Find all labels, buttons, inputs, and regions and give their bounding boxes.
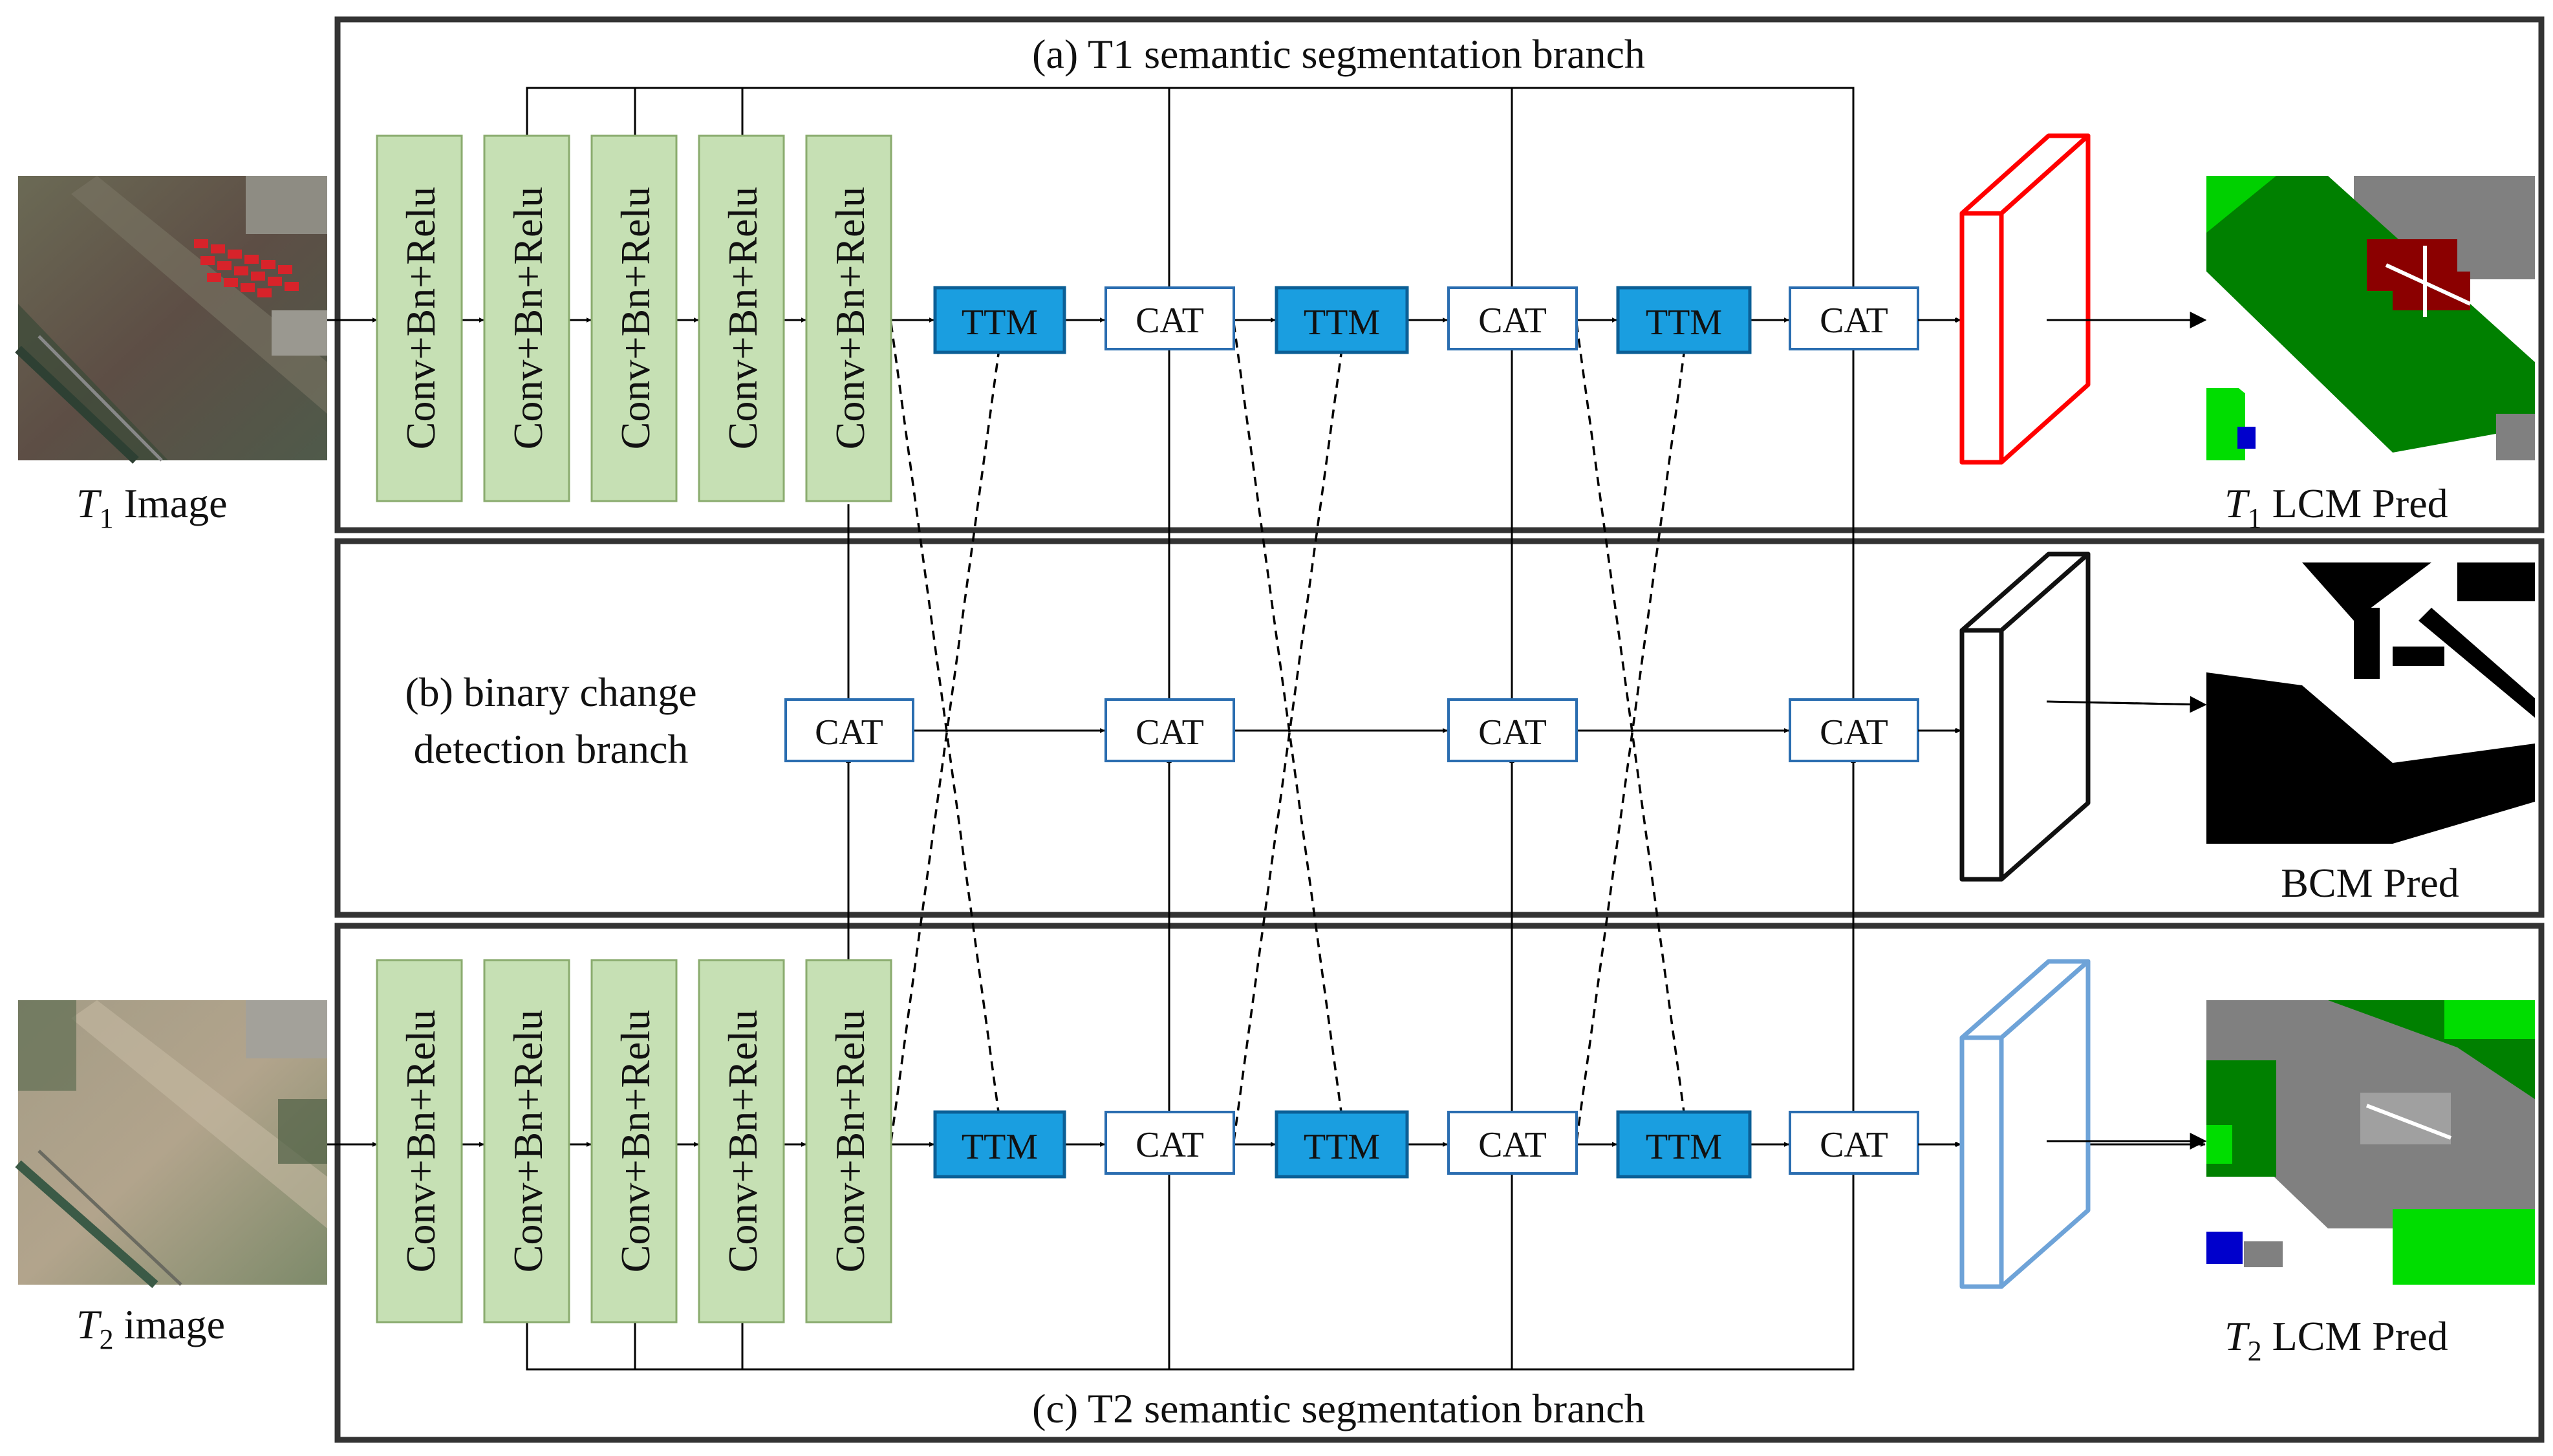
- svg-text:CAT: CAT: [1136, 1125, 1204, 1165]
- svg-text:Conv+Bn+Relu: Conv+Bn+Relu: [398, 187, 444, 449]
- t2-conv-block-3: Conv+Bn+Relu: [590, 959, 678, 1323]
- t1-conv-block-2: Conv+Bn+Relu: [483, 134, 570, 502]
- bcd-prediction-head: [1959, 551, 2091, 882]
- bcm-pred-label: BCM Pred: [2281, 860, 2459, 906]
- t2-conv-block-5: Conv+Bn+Relu: [805, 959, 892, 1323]
- t2-lcm-pred-label: T2 LCM Pred: [2224, 1313, 2448, 1367]
- t1-input-image: [15, 176, 327, 464]
- bcd-cat-block-1: CAT: [1104, 698, 1235, 762]
- bcd-cat-block-3: CAT: [1789, 698, 1919, 762]
- t1-lcm-pred-label: T1 LCM Pred: [2224, 480, 2448, 534]
- svg-text:CAT: CAT: [1820, 1125, 1888, 1165]
- svg-text:CAT: CAT: [1478, 1125, 1547, 1165]
- svg-text:TTM: TTM: [1646, 1127, 1722, 1167]
- bcd-branch-title-line1: (b) binary change: [405, 669, 696, 715]
- svg-text:Conv+Bn+Relu: Conv+Bn+Relu: [398, 1010, 444, 1272]
- svg-text:TTM: TTM: [962, 1127, 1038, 1167]
- svg-text:Conv+Bn+Relu: Conv+Bn+Relu: [720, 1010, 766, 1272]
- t2-ttm-block-1: TTM: [933, 1110, 1066, 1179]
- t2-encoder: Conv+Bn+Relu Conv+Bn+Relu Conv+Bn+Relu C…: [376, 959, 892, 1323]
- t2-conv-block-2: Conv+Bn+Relu: [483, 959, 570, 1323]
- svg-text:Conv+Bn+Relu: Conv+Bn+Relu: [612, 1010, 658, 1272]
- bcm-prediction-map: [2206, 562, 2535, 844]
- bcd-cat-block-0: CAT: [784, 698, 914, 762]
- t1-conv-block-5: Conv+Bn+Relu: [805, 134, 892, 502]
- svg-text:Conv+Bn+Relu: Conv+Bn+Relu: [827, 1010, 873, 1272]
- bcd-flow-arrows: [846, 346, 2206, 1119]
- t2-branch-frame: [334, 923, 2545, 1443]
- t2-cat-block-1: CAT: [1104, 1111, 1235, 1175]
- bcd-branch-title-line2: detection branch: [414, 726, 689, 772]
- t1-conv-block-1: Conv+Bn+Relu: [376, 134, 463, 502]
- t1-cat-block-2: CAT: [1447, 286, 1578, 350]
- t2-ttm-block-2: TTM: [1275, 1110, 1409, 1179]
- bcd-cat-block-2: CAT: [1447, 698, 1578, 762]
- t1-ttm-block-1: TTM: [933, 286, 1066, 354]
- t1-lcm-prediction-map: [2206, 176, 2535, 460]
- t1-input-label: T1 Image: [76, 480, 228, 534]
- svg-text:Conv+Bn+Relu: Conv+Bn+Relu: [505, 1010, 551, 1272]
- t2-input-image: [15, 1000, 327, 1289]
- t2-cat-block-2: CAT: [1447, 1111, 1578, 1175]
- t1-conv-block-3: Conv+Bn+Relu: [590, 134, 678, 502]
- t2-branch-title: (c) T2 semantic segmentation branch: [1032, 1386, 1645, 1431]
- svg-text:CAT: CAT: [1820, 301, 1888, 341]
- svg-text:CAT: CAT: [1136, 301, 1204, 341]
- t1-branch-title: (a) T1 semantic segmentation branch: [1032, 31, 1645, 77]
- svg-text:Conv+Bn+Relu: Conv+Bn+Relu: [720, 187, 766, 449]
- svg-text:TTM: TTM: [1646, 303, 1722, 343]
- t2-conv-block-4: Conv+Bn+Relu: [698, 959, 785, 1323]
- cat-to-head-arrows: [1918, 317, 1961, 1147]
- t1-branch-frame: [334, 16, 2545, 533]
- t2-cat-block-3: CAT: [1789, 1111, 1919, 1175]
- t2-conv-block-1: Conv+Bn+Relu: [376, 959, 463, 1323]
- bcd-branch-frame: [334, 538, 2545, 918]
- t1-conv-block-4: Conv+Bn+Relu: [698, 134, 785, 502]
- svg-text:Conv+Bn+Relu: Conv+Bn+Relu: [612, 187, 658, 449]
- t1-cat-block-1: CAT: [1104, 286, 1235, 350]
- svg-text:TTM: TTM: [1304, 303, 1380, 343]
- svg-text:TTM: TTM: [1304, 1127, 1380, 1167]
- head-to-output-arrows: [2046, 312, 2207, 1150]
- svg-text:CAT: CAT: [815, 712, 883, 753]
- svg-text:TTM: TTM: [962, 303, 1038, 343]
- t2-ttm-block-3: TTM: [1616, 1110, 1752, 1179]
- t2-lcm-prediction-map: [2206, 1000, 2535, 1285]
- t1-cat-block-3: CAT: [1789, 286, 1919, 350]
- svg-text:CAT: CAT: [1136, 712, 1204, 753]
- t2-prediction-head: [1959, 959, 2091, 1289]
- svg-text:Conv+Bn+Relu: Conv+Bn+Relu: [827, 187, 873, 449]
- t1-ttm-block-3: TTM: [1616, 286, 1752, 354]
- t1-prediction-head: [1959, 133, 2091, 465]
- t1-encoder: Conv+Bn+Relu Conv+Bn+Relu Conv+Bn+Relu C…: [376, 134, 892, 502]
- svg-text:CAT: CAT: [1478, 301, 1547, 341]
- svg-text:CAT: CAT: [1478, 712, 1547, 753]
- t1-ttm-block-2: TTM: [1275, 286, 1409, 354]
- t2-input-label: T2 image: [76, 1301, 225, 1355]
- svg-text:CAT: CAT: [1820, 712, 1888, 753]
- svg-text:Conv+Bn+Relu: Conv+Bn+Relu: [505, 187, 551, 449]
